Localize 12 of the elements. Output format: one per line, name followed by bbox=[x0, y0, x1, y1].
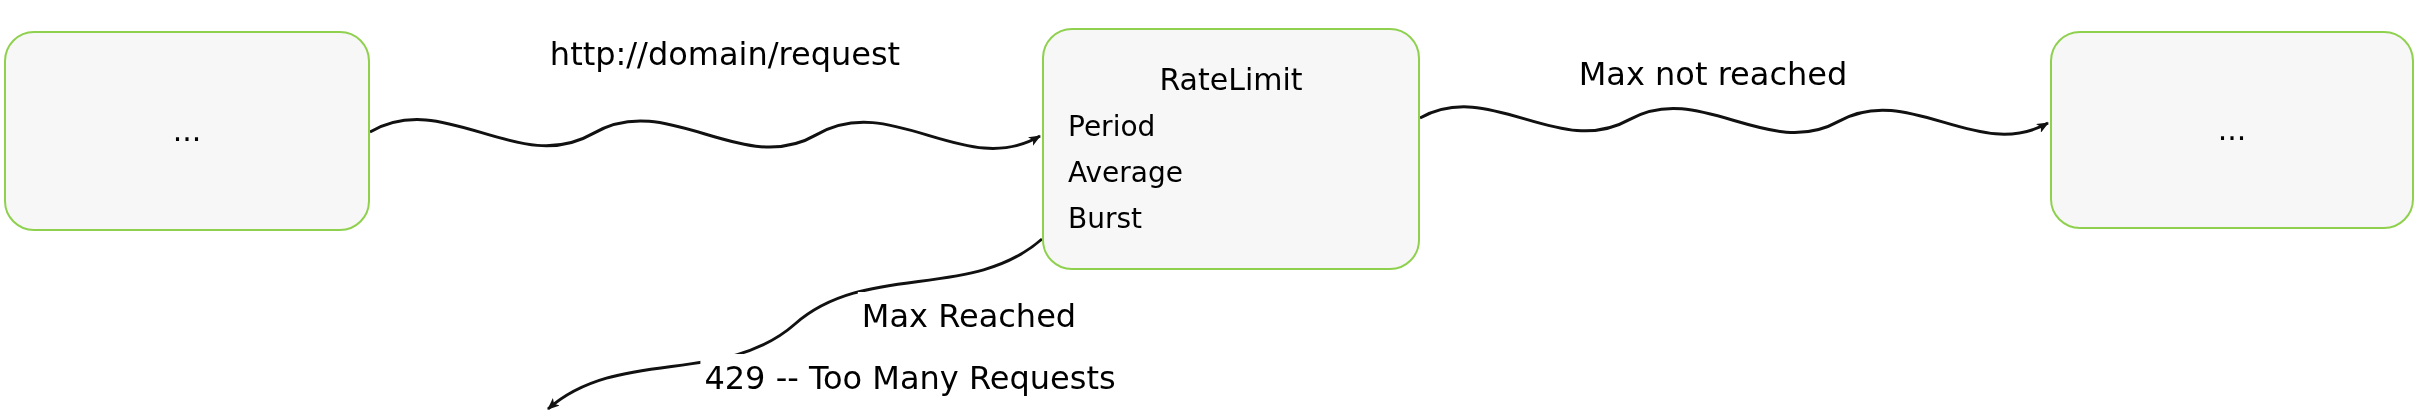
wavy-arrow bbox=[1419, 105, 2049, 136]
box-text: ... bbox=[172, 112, 202, 150]
rounded-box bbox=[4, 31, 370, 231]
box-text: ... bbox=[2217, 111, 2247, 149]
wavy-arrow bbox=[369, 118, 1041, 150]
box-text: Period bbox=[1068, 109, 1156, 145]
box-text: Burst bbox=[1068, 201, 1143, 237]
box-title: RateLimit bbox=[1159, 61, 1303, 99]
wavy-arrow bbox=[547, 237, 1043, 411]
rounded-box bbox=[2050, 31, 2414, 229]
box-text: Average bbox=[1068, 155, 1183, 191]
rounded-box bbox=[1042, 28, 1420, 270]
